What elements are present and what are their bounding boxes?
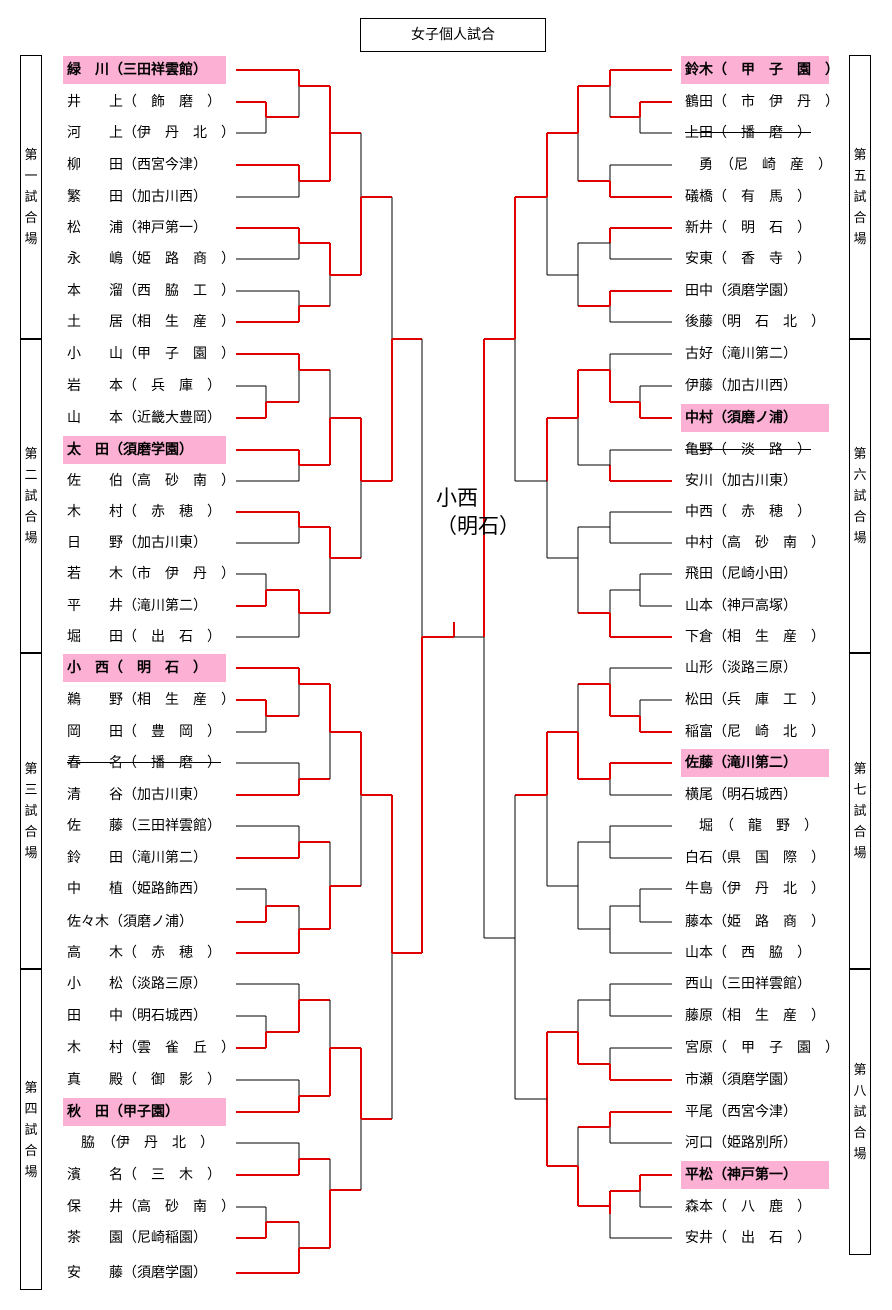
player-entry: 上田（ 播 磨 ） xyxy=(685,125,811,141)
player-entry: 濱 名（ 三 木 ） xyxy=(67,1167,221,1183)
player-entry: 山形（淡路三原） xyxy=(685,660,797,676)
player-entry: 春 名（ 播 磨 ） xyxy=(67,755,221,771)
player-entry: 岡 田（ 豊 岡 ） xyxy=(67,724,221,740)
court-box-left-4 xyxy=(20,969,42,1290)
player-entry: 森本（ 八 鹿 ） xyxy=(685,1199,811,1215)
player-entry: 佐々木（須磨ノ浦） xyxy=(67,914,193,930)
player-entry: 河 上（伊 丹 北 ） xyxy=(67,125,235,141)
court-box-left-2 xyxy=(20,339,42,653)
player-entry: 勇 （尼 崎 産 ） xyxy=(685,157,832,173)
player-entry: 中村（高 砂 南 ） xyxy=(685,535,825,551)
player-entry: 平尾（西宮今津） xyxy=(685,1104,797,1120)
player-entry: 繁 田（加古川西） xyxy=(67,189,207,205)
court-label: 第 八 試 合 場 xyxy=(853,1063,867,1162)
player-entry: 土 居（相 生 産 ） xyxy=(67,314,235,330)
court-box-right-1 xyxy=(849,55,871,339)
player-entry: 白石（県 国 際 ） xyxy=(685,850,825,866)
player-entry: 礒橋（ 有 馬 ） xyxy=(685,189,811,205)
player-entry: 堀 （ 龍 野 ） xyxy=(685,818,818,834)
player-entry: 伊藤（加古川西） xyxy=(685,378,797,394)
player-entry: 平 井（滝川第二） xyxy=(67,598,207,614)
player-entry: 堀 田（ 出 石 ） xyxy=(67,629,221,645)
court-label: 第 二 試 合 場 xyxy=(24,447,38,546)
player-entry: 保 井（高 砂 南 ） xyxy=(67,1199,235,1215)
player-entry: 山本（神戸高塚） xyxy=(685,598,797,614)
player-entry: 脇 （伊 丹 北 ） xyxy=(67,1135,214,1151)
player-entry: 市瀬（須磨学園） xyxy=(685,1072,797,1088)
player-entry: 松 浦（神戸第一） xyxy=(67,220,207,236)
player-entry: 安井（ 出 石 ） xyxy=(685,1230,811,1246)
court-label: 第 五 試 合 場 xyxy=(853,148,867,247)
player-entry: 稲富（尼 崎 北 ） xyxy=(685,724,825,740)
player-entry: 新井（ 明 石 ） xyxy=(685,220,811,236)
player-entry: 安東（ 香 寺 ） xyxy=(685,251,811,267)
player-entry: 高 木（ 赤 穂 ） xyxy=(67,945,221,961)
player-entry: 佐 藤（三田祥雲館） xyxy=(67,818,221,834)
champion-label: 小西 （明石） xyxy=(436,486,520,538)
player-entry: 松田（兵 庫 工 ） xyxy=(685,692,825,708)
player-entry: 下倉（相 生 産 ） xyxy=(685,629,825,645)
player-entry: 亀野（ 淡 路 ） xyxy=(685,442,811,458)
player-entry: 秋 田（甲子園） xyxy=(63,1098,226,1126)
player-entry: 茶 園（尼崎稲園） xyxy=(67,1230,207,1246)
court-box-right-4 xyxy=(849,969,871,1255)
player-entry: 安 藤（須磨学園） xyxy=(67,1265,207,1281)
player-entry: 柳 田（西宮今津） xyxy=(67,157,207,173)
court-box-right-2 xyxy=(849,339,871,653)
player-entry: 中村（須磨ノ浦） xyxy=(681,404,829,432)
bracket-title: 女子個人試合 xyxy=(360,18,546,52)
player-entry: 小 山（甲 子 園 ） xyxy=(67,346,235,362)
player-entry: 藤原（相 生 産 ） xyxy=(685,1008,825,1024)
player-entry: 真 殿（ 御 影 ） xyxy=(67,1072,221,1088)
court-label: 第 三 試 合 場 xyxy=(24,762,38,861)
player-entry: 西山（三田祥雲館） xyxy=(685,976,811,992)
player-entry: 田 中（明石城西） xyxy=(67,1008,207,1024)
court-box-left-1 xyxy=(20,55,42,339)
court-box-right-3 xyxy=(849,653,871,969)
player-entry: 木 村（ 赤 穂 ） xyxy=(67,504,221,520)
player-entry: 小 西（ 明 石 ） xyxy=(63,654,226,682)
player-entry: 佐 伯（高 砂 南 ） xyxy=(67,473,235,489)
player-entry: 宮原（ 甲 子 園 ） xyxy=(685,1040,839,1056)
player-entry: 山本（ 西 脇 ） xyxy=(685,945,811,961)
player-entry: 木 村（雲 雀 丘 ） xyxy=(67,1040,235,1056)
court-label: 第 四 試 合 場 xyxy=(24,1080,38,1180)
player-entry: 佐藤（滝川第二） xyxy=(681,749,829,777)
player-entry: 鵜 野（相 生 産 ） xyxy=(67,692,235,708)
player-entry: 緑 川（三田祥雲館） xyxy=(63,56,226,84)
player-entry: 岩 本（ 兵 庫 ） xyxy=(67,378,221,394)
player-entry: 牛島（伊 丹 北 ） xyxy=(685,881,825,897)
player-entry: 山 本（近畿大豊岡） xyxy=(67,410,221,426)
player-entry: 小 松（淡路三原） xyxy=(67,976,207,992)
player-entry: 永 嶋（姫 路 商 ） xyxy=(67,251,235,267)
court-box-left-3 xyxy=(20,653,42,969)
player-entry: 田中（須磨学園） xyxy=(685,283,797,299)
court-label: 第 六 試 合 場 xyxy=(853,447,867,546)
court-label: 第 一 試 合 場 xyxy=(24,148,38,247)
player-entry: 平松（神戸第一） xyxy=(681,1161,829,1189)
court-label: 第 七 試 合 場 xyxy=(853,762,867,861)
player-entry: 飛田（尼崎小田） xyxy=(685,566,797,582)
player-entry: 清 谷（加古川東） xyxy=(67,787,207,803)
player-entry: 安川（加古川東） xyxy=(685,473,797,489)
player-entry: 横尾（明石城西） xyxy=(685,787,797,803)
player-entry: 藤本（姫 路 商 ） xyxy=(685,914,825,930)
player-entry: 若 木（市 伊 丹 ） xyxy=(67,566,235,582)
player-entry: 古好（滝川第二） xyxy=(685,346,797,362)
player-entry: 河口（姫路別所） xyxy=(685,1135,797,1151)
player-entry: 鈴木（ 甲 子 園 ） xyxy=(681,56,839,84)
player-entry: 日 野（加古川東） xyxy=(67,535,207,551)
player-entry: 鈴 田（滝川第二） xyxy=(67,850,207,866)
player-entry: 鶴田（ 市 伊 丹 ） xyxy=(685,94,839,110)
player-entry: 後藤（明 石 北 ） xyxy=(685,314,825,330)
player-entry: 本 溜（西 脇 工 ） xyxy=(67,283,235,299)
player-entry: 中西（ 赤 穂 ） xyxy=(685,504,811,520)
player-entry: 太 田（須磨学園） xyxy=(63,436,226,464)
player-entry: 中 植（姫路飾西） xyxy=(67,881,207,897)
player-entry: 井 上（ 飾 磨 ） xyxy=(67,94,221,110)
